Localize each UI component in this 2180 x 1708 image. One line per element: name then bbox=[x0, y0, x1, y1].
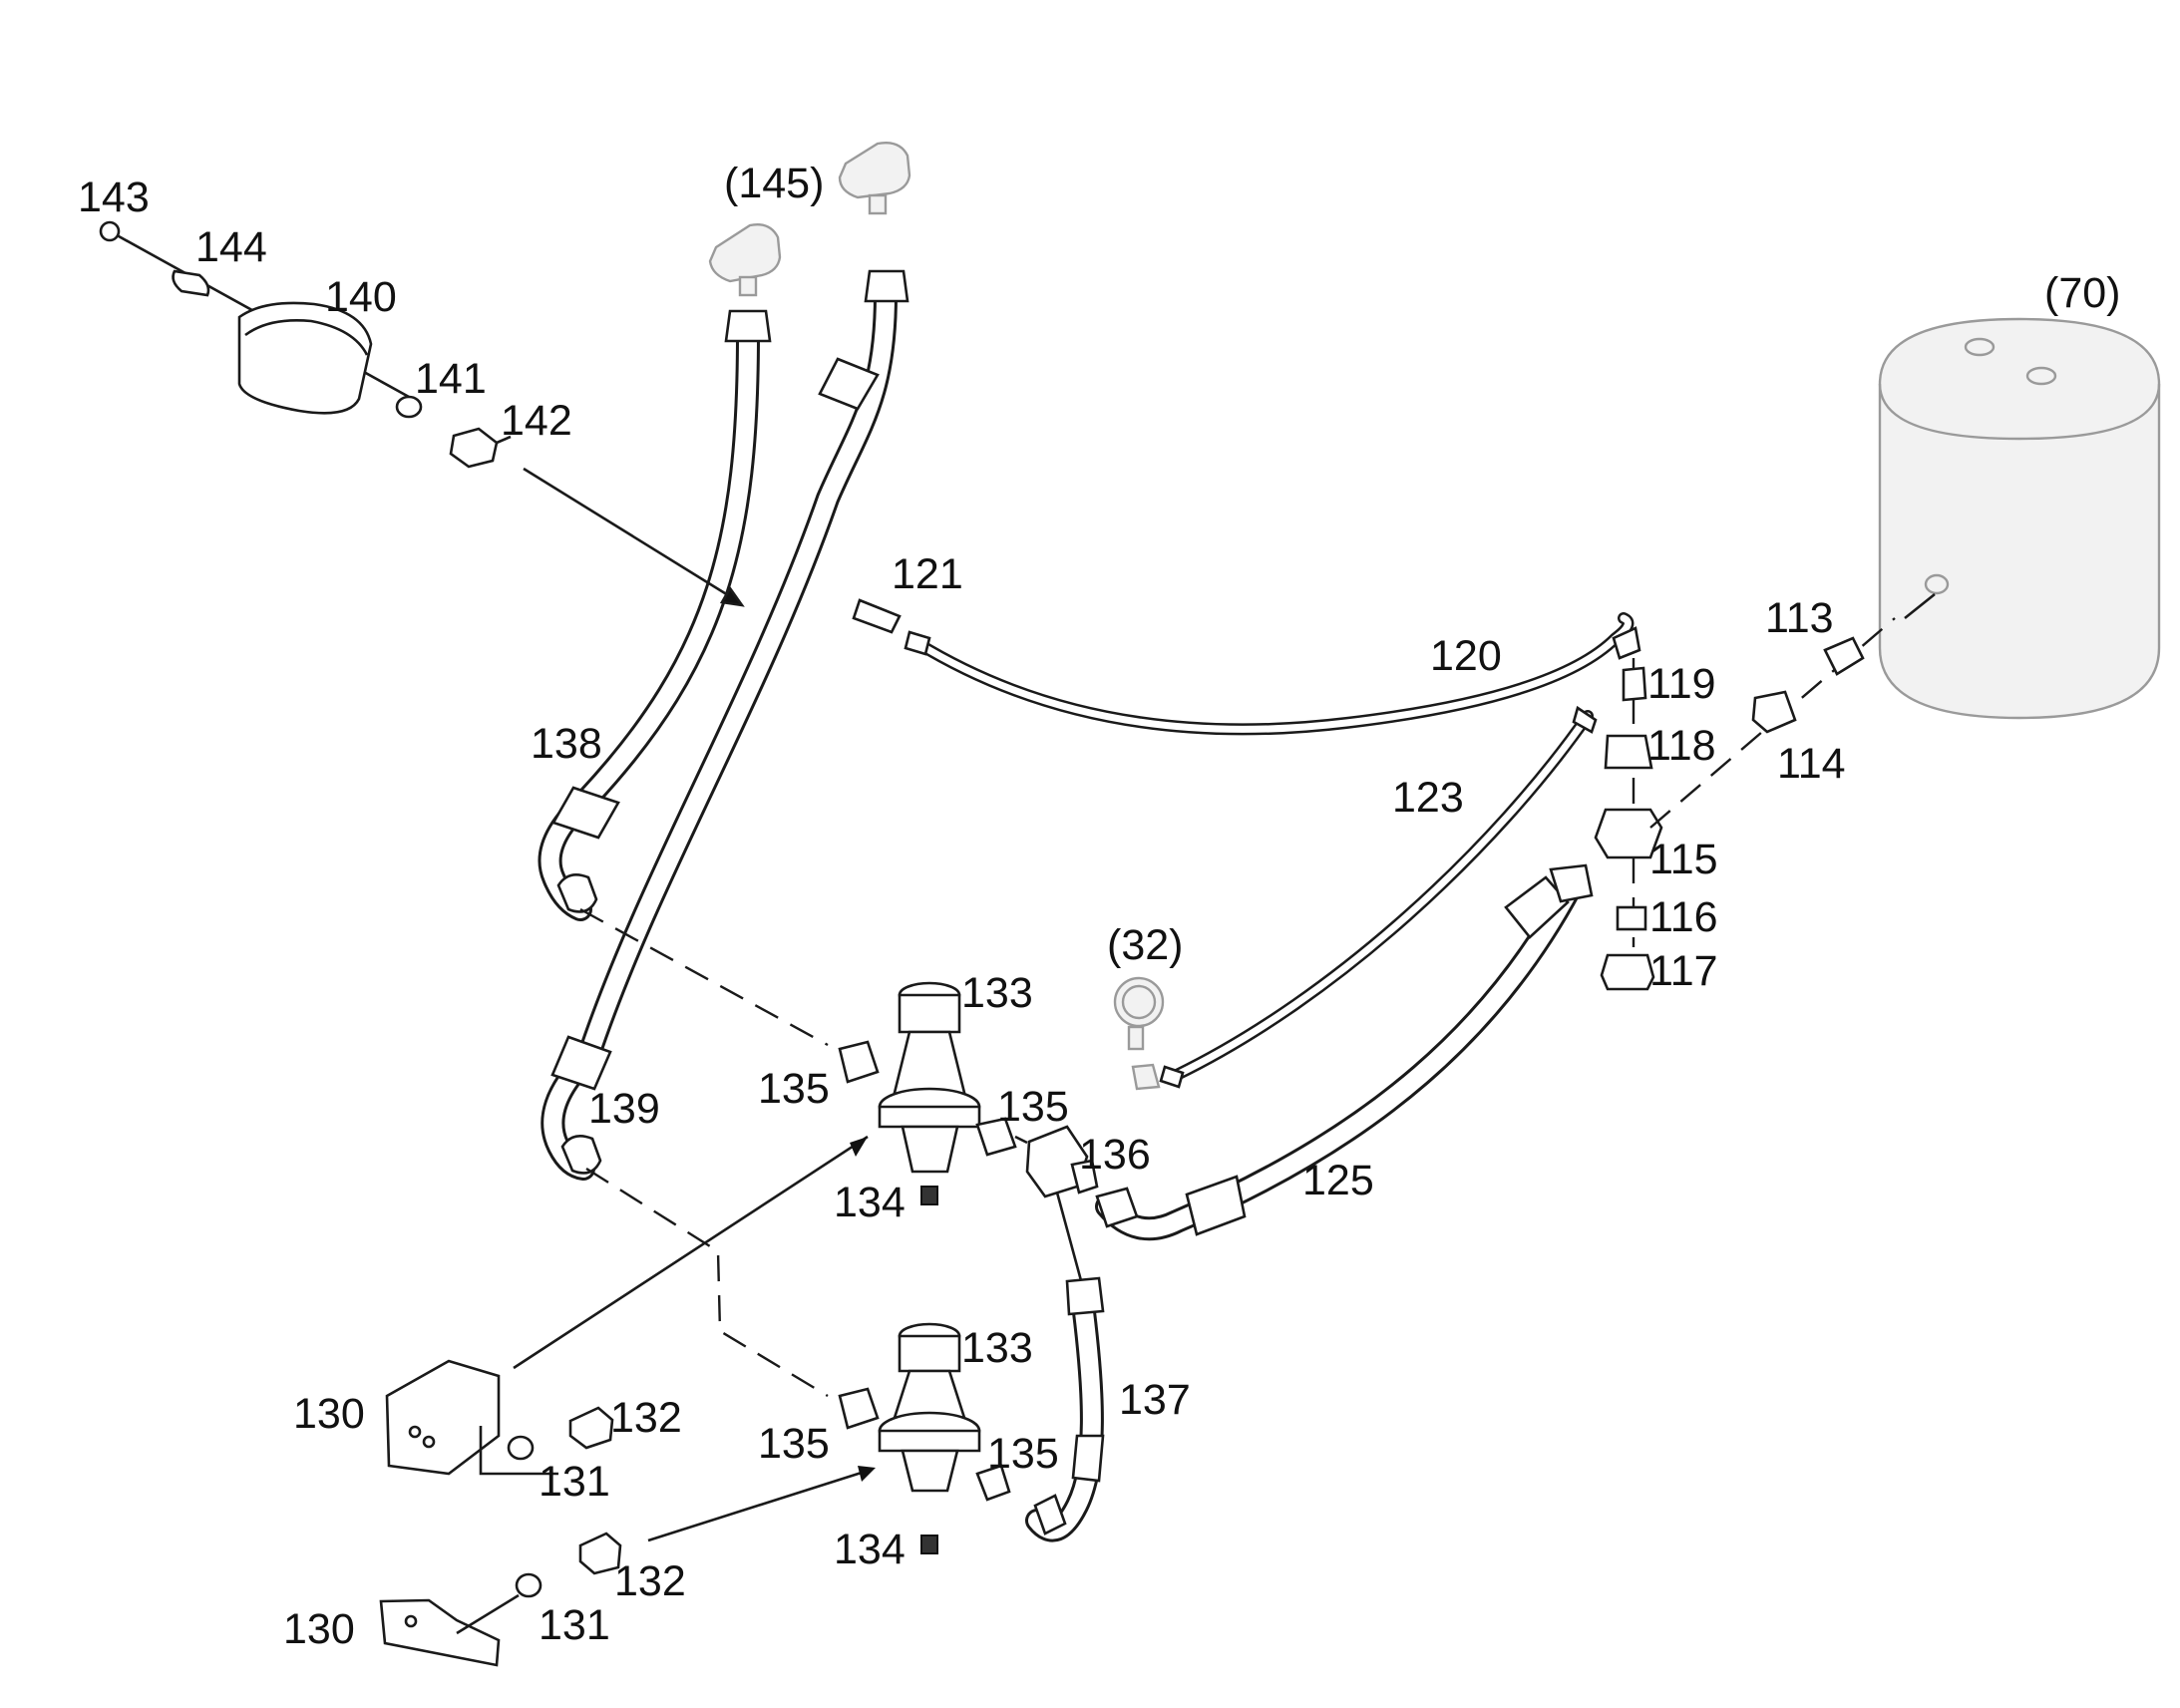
hose-123 bbox=[1159, 705, 1598, 1089]
air-tank bbox=[1878, 317, 2161, 720]
label-135-lower-right: 135 bbox=[987, 1430, 1059, 1478]
label-135-upper-left: 135 bbox=[758, 1065, 830, 1113]
arrow-142 bbox=[719, 585, 745, 607]
label-132-lower: 132 bbox=[614, 1557, 686, 1605]
pressure-gauge bbox=[1113, 976, 1165, 1091]
label-144: 144 bbox=[195, 223, 267, 271]
label-136: 136 bbox=[1079, 1131, 1151, 1179]
label-130-upper: 130 bbox=[293, 1390, 365, 1438]
label-145: (145) bbox=[724, 160, 824, 207]
hose-139 bbox=[541, 269, 909, 1181]
mount-hardware-top bbox=[99, 220, 512, 469]
label-114: 114 bbox=[1777, 740, 1846, 788]
bracket-lower bbox=[379, 1466, 876, 1667]
label-116: 116 bbox=[1649, 893, 1718, 941]
label-133-upper: 133 bbox=[961, 969, 1033, 1017]
line-120 bbox=[852, 598, 1641, 736]
label-131-lower: 131 bbox=[539, 1601, 610, 1649]
tee-136 bbox=[975, 1117, 1139, 1228]
label-137: 137 bbox=[1119, 1376, 1191, 1424]
label-123: 123 bbox=[1392, 774, 1464, 822]
hose-125 bbox=[1095, 863, 1594, 1241]
label-142: 142 bbox=[501, 397, 572, 445]
tee-assembly bbox=[1594, 592, 1936, 991]
label-113: 113 bbox=[1765, 594, 1834, 642]
label-125: 125 bbox=[1302, 1157, 1374, 1204]
label-121: 121 bbox=[892, 550, 963, 598]
label-118: 118 bbox=[1647, 722, 1716, 770]
label-140: 140 bbox=[325, 273, 397, 321]
label-130-lower: 130 bbox=[283, 1605, 355, 1653]
label-135-upper-right: 135 bbox=[997, 1083, 1069, 1131]
label-70: (70) bbox=[2044, 269, 2120, 317]
label-138: 138 bbox=[531, 720, 602, 768]
pressure-switch-left bbox=[708, 223, 782, 297]
bolt-132-upper bbox=[507, 1406, 614, 1461]
label-133-lower: 133 bbox=[961, 1324, 1033, 1372]
hose-138 bbox=[538, 309, 772, 921]
pressure-switch-right bbox=[838, 142, 911, 215]
regulator-upper bbox=[579, 907, 1011, 1205]
label-139: 139 bbox=[588, 1085, 660, 1133]
regulator-lower bbox=[585, 1167, 1011, 1554]
label-132-upper: 132 bbox=[610, 1394, 682, 1442]
hose-137 bbox=[1025, 1192, 1105, 1542]
label-134-lower: 134 bbox=[834, 1526, 906, 1573]
label-141: 141 bbox=[415, 355, 487, 403]
label-134-upper: 134 bbox=[834, 1179, 906, 1226]
label-135-lower-left: 135 bbox=[758, 1420, 830, 1468]
label-117: 117 bbox=[1649, 947, 1718, 995]
label-143: 143 bbox=[78, 173, 150, 221]
label-119: 119 bbox=[1647, 660, 1716, 708]
label-32: (32) bbox=[1107, 921, 1183, 969]
label-131-upper: 131 bbox=[539, 1458, 610, 1506]
bracket-upper bbox=[385, 1135, 869, 1476]
leader-142 bbox=[523, 467, 734, 600]
label-115: 115 bbox=[1649, 836, 1718, 883]
label-120: 120 bbox=[1430, 632, 1502, 680]
